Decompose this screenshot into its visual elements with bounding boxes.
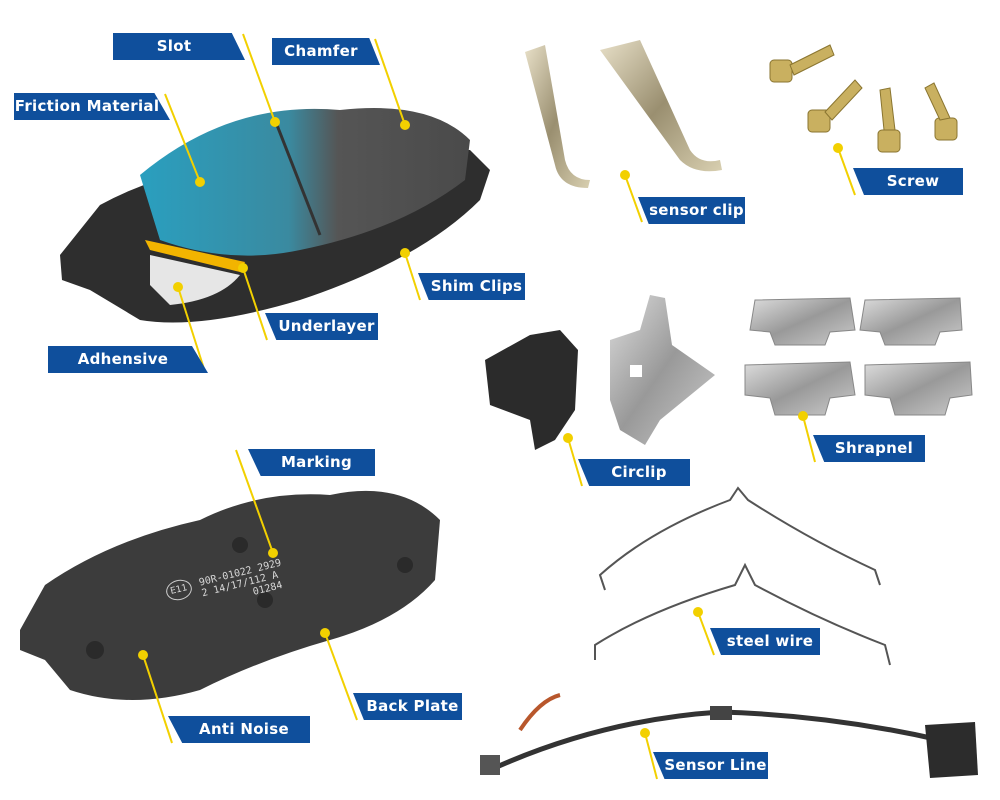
label-anti-noise-shim: Anti Noise Shim	[168, 716, 310, 743]
label-back-plate: Back Plate	[353, 693, 462, 720]
label-shim-clips: Shim Clips	[418, 273, 525, 300]
circlip-image	[485, 295, 715, 450]
label-sensor-clip: sensor clip	[638, 197, 745, 224]
label-underlayer: Underlayer	[265, 313, 378, 340]
label-shrapnel: Shrapnel	[813, 435, 925, 462]
label-sensor-line: Sensor Line	[653, 752, 768, 779]
steel-wire-image	[594, 486, 891, 666]
sensor-line-image	[480, 693, 978, 778]
brake-pad-cutaway	[60, 108, 490, 323]
label-adhesive-coating: Adhensive Coating	[48, 346, 208, 373]
label-slot: Slot	[113, 33, 245, 60]
label-screw: Screw	[853, 168, 963, 195]
leader-lines	[138, 33, 856, 780]
label-steel-wire: steel wire	[710, 628, 820, 655]
brake-pad-back	[20, 490, 440, 700]
screws-image	[769, 44, 958, 153]
label-circlip: Circlip	[578, 459, 690, 486]
label-chamfer: Chamfer	[272, 38, 380, 65]
shrapnel-image	[744, 297, 973, 416]
label-marking: Marking	[248, 449, 375, 476]
label-friction-material: Friction Material	[14, 93, 170, 120]
sensor-clip-image	[525, 40, 722, 188]
